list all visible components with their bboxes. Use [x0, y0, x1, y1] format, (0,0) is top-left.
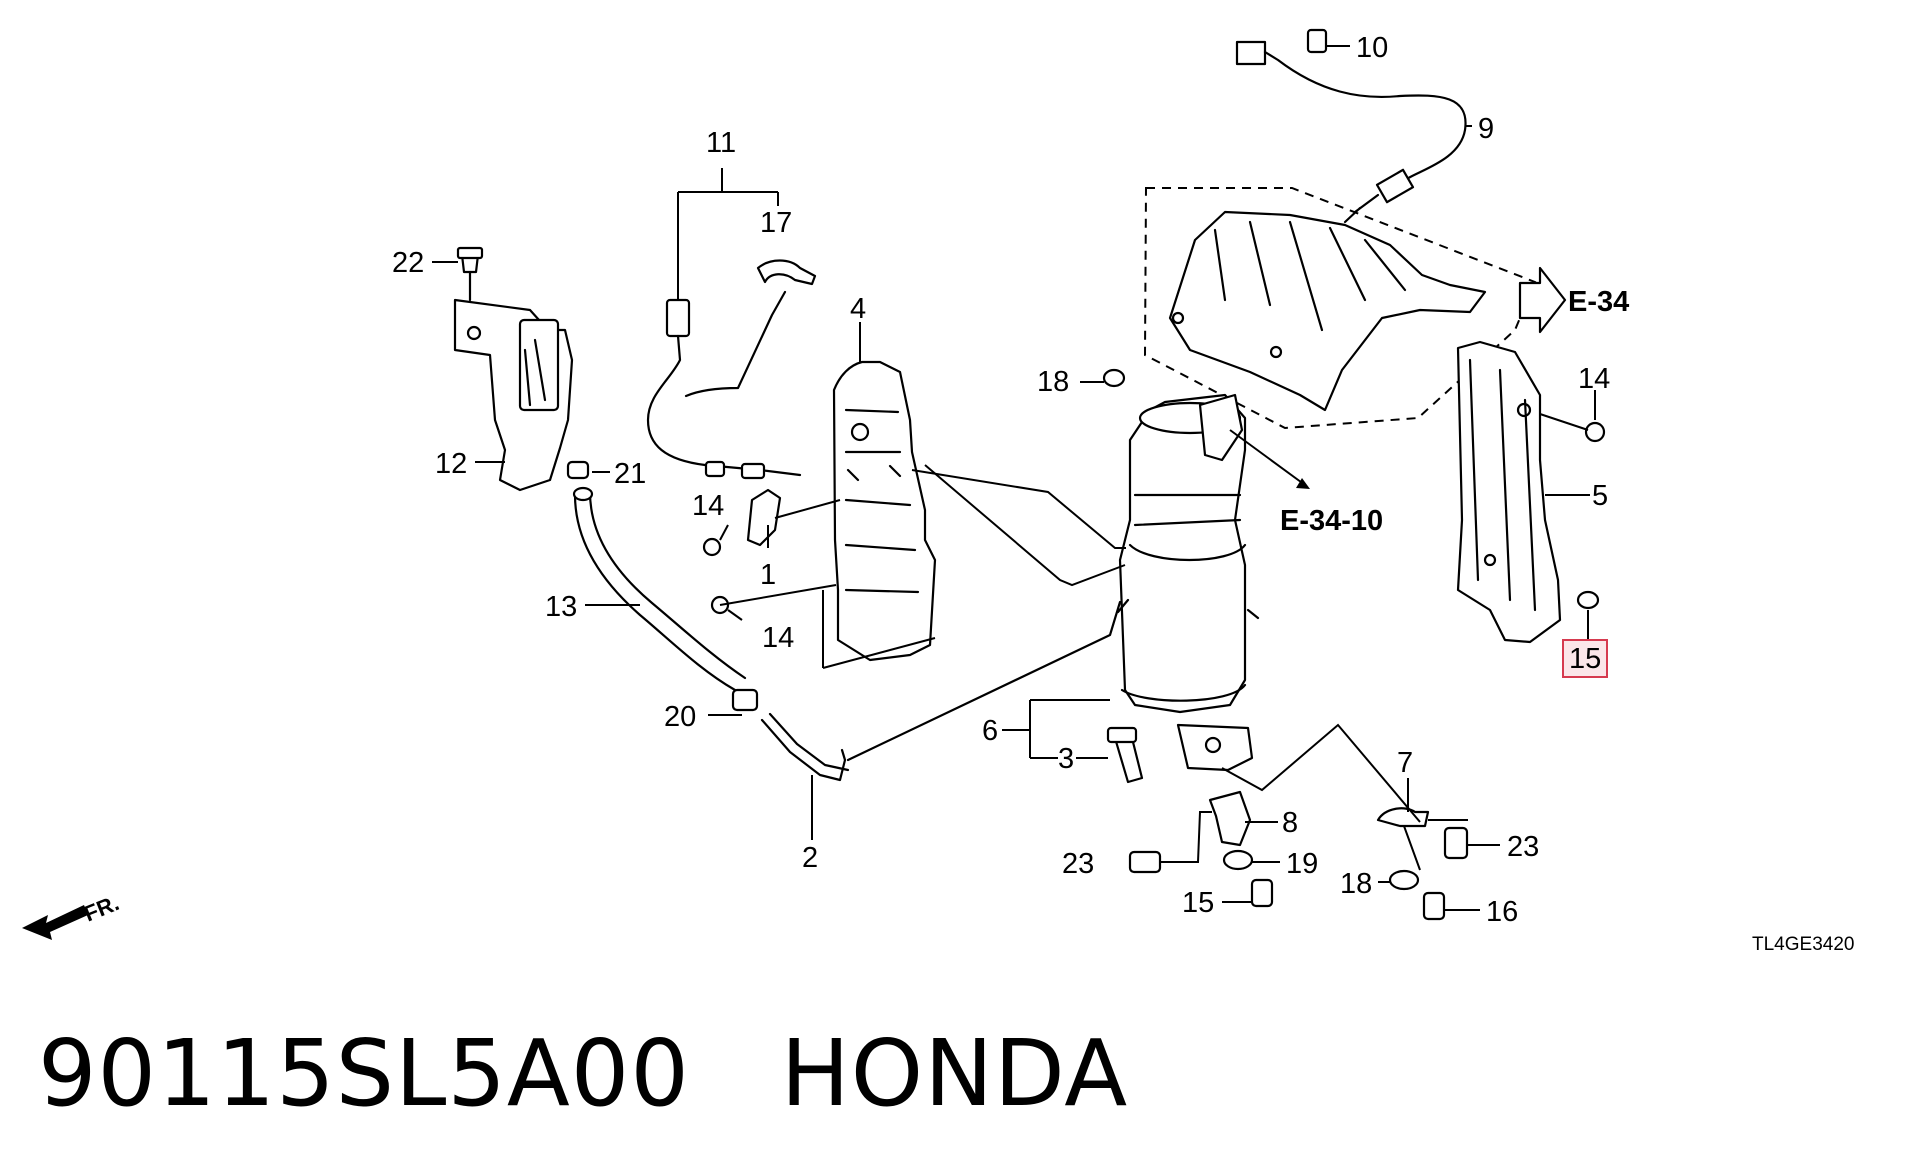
highlight-box-16	[1562, 639, 1608, 678]
callout-17: 18	[1037, 366, 1069, 398]
front-direction-label: FR.	[80, 890, 122, 926]
callout-13: 13	[545, 591, 577, 623]
leader-lines	[432, 45, 1596, 911]
reference-arrow-e34	[1518, 266, 1567, 334]
callout-20: 20	[664, 701, 696, 733]
callout-21: 17	[760, 207, 792, 239]
reference-e34: E-34	[1568, 286, 1629, 318]
callout-4: 4	[850, 293, 866, 325]
callout-15-left: 15	[1182, 887, 1214, 919]
callout-10: 10	[1356, 32, 1388, 64]
callout-11: 11	[706, 127, 736, 159]
callout-14-top: 14	[692, 490, 724, 522]
callout-5: 5	[1592, 480, 1608, 512]
callout-6: 6	[982, 715, 998, 747]
caption-part-number: 90115SL5A00	[38, 1020, 690, 1127]
callout-23-left: 23	[1062, 848, 1094, 880]
hose-13	[566, 460, 759, 712]
front-direction-arrow	[22, 905, 88, 940]
pipe-2	[760, 600, 1122, 782]
sensor-harness-11	[646, 259, 817, 480]
callout-8: 8	[1282, 807, 1298, 839]
callout-18-right: 18	[1340, 868, 1372, 900]
callout-18-left: 19	[1286, 848, 1318, 880]
oxygen-sensor-9	[1235, 28, 1467, 224]
callout-19: 21	[614, 458, 646, 490]
reference-e34-10: E-34-10	[1280, 505, 1383, 537]
callout-2: 2	[802, 842, 818, 874]
callout-16: 15	[1569, 643, 1601, 675]
callout-14-right: 14	[1578, 363, 1610, 395]
callout-15-right: 16	[1486, 896, 1518, 928]
caption: 90115SL5A00 HONDA	[38, 1020, 1128, 1127]
callout-9: 9	[1478, 113, 1494, 145]
callout-1: 1	[760, 559, 776, 591]
callout-23-right: 23	[1507, 831, 1539, 863]
catalytic-converter-6	[1116, 393, 1260, 772]
callout-7: 7	[1397, 747, 1413, 779]
callout-12: 12	[435, 448, 467, 480]
callout-3: 3	[1058, 743, 1074, 775]
callout-labels: 10 9 11 17 22 4 18 14 12 21 5 14 1 13 14…	[392, 32, 1610, 928]
callout-22: 22	[392, 247, 424, 279]
rear-heat-shield-5	[1456, 340, 1562, 644]
front-heat-shield-4	[832, 360, 937, 662]
caption-brand: HONDA	[780, 1020, 1129, 1127]
bracket-12	[453, 246, 574, 492]
upper-heat-shield	[1143, 187, 1537, 430]
hardware-bolts	[702, 368, 1606, 921]
callout-14-bottom: 14	[762, 622, 794, 654]
drawing-code: TL4GE3420	[1752, 934, 1854, 955]
